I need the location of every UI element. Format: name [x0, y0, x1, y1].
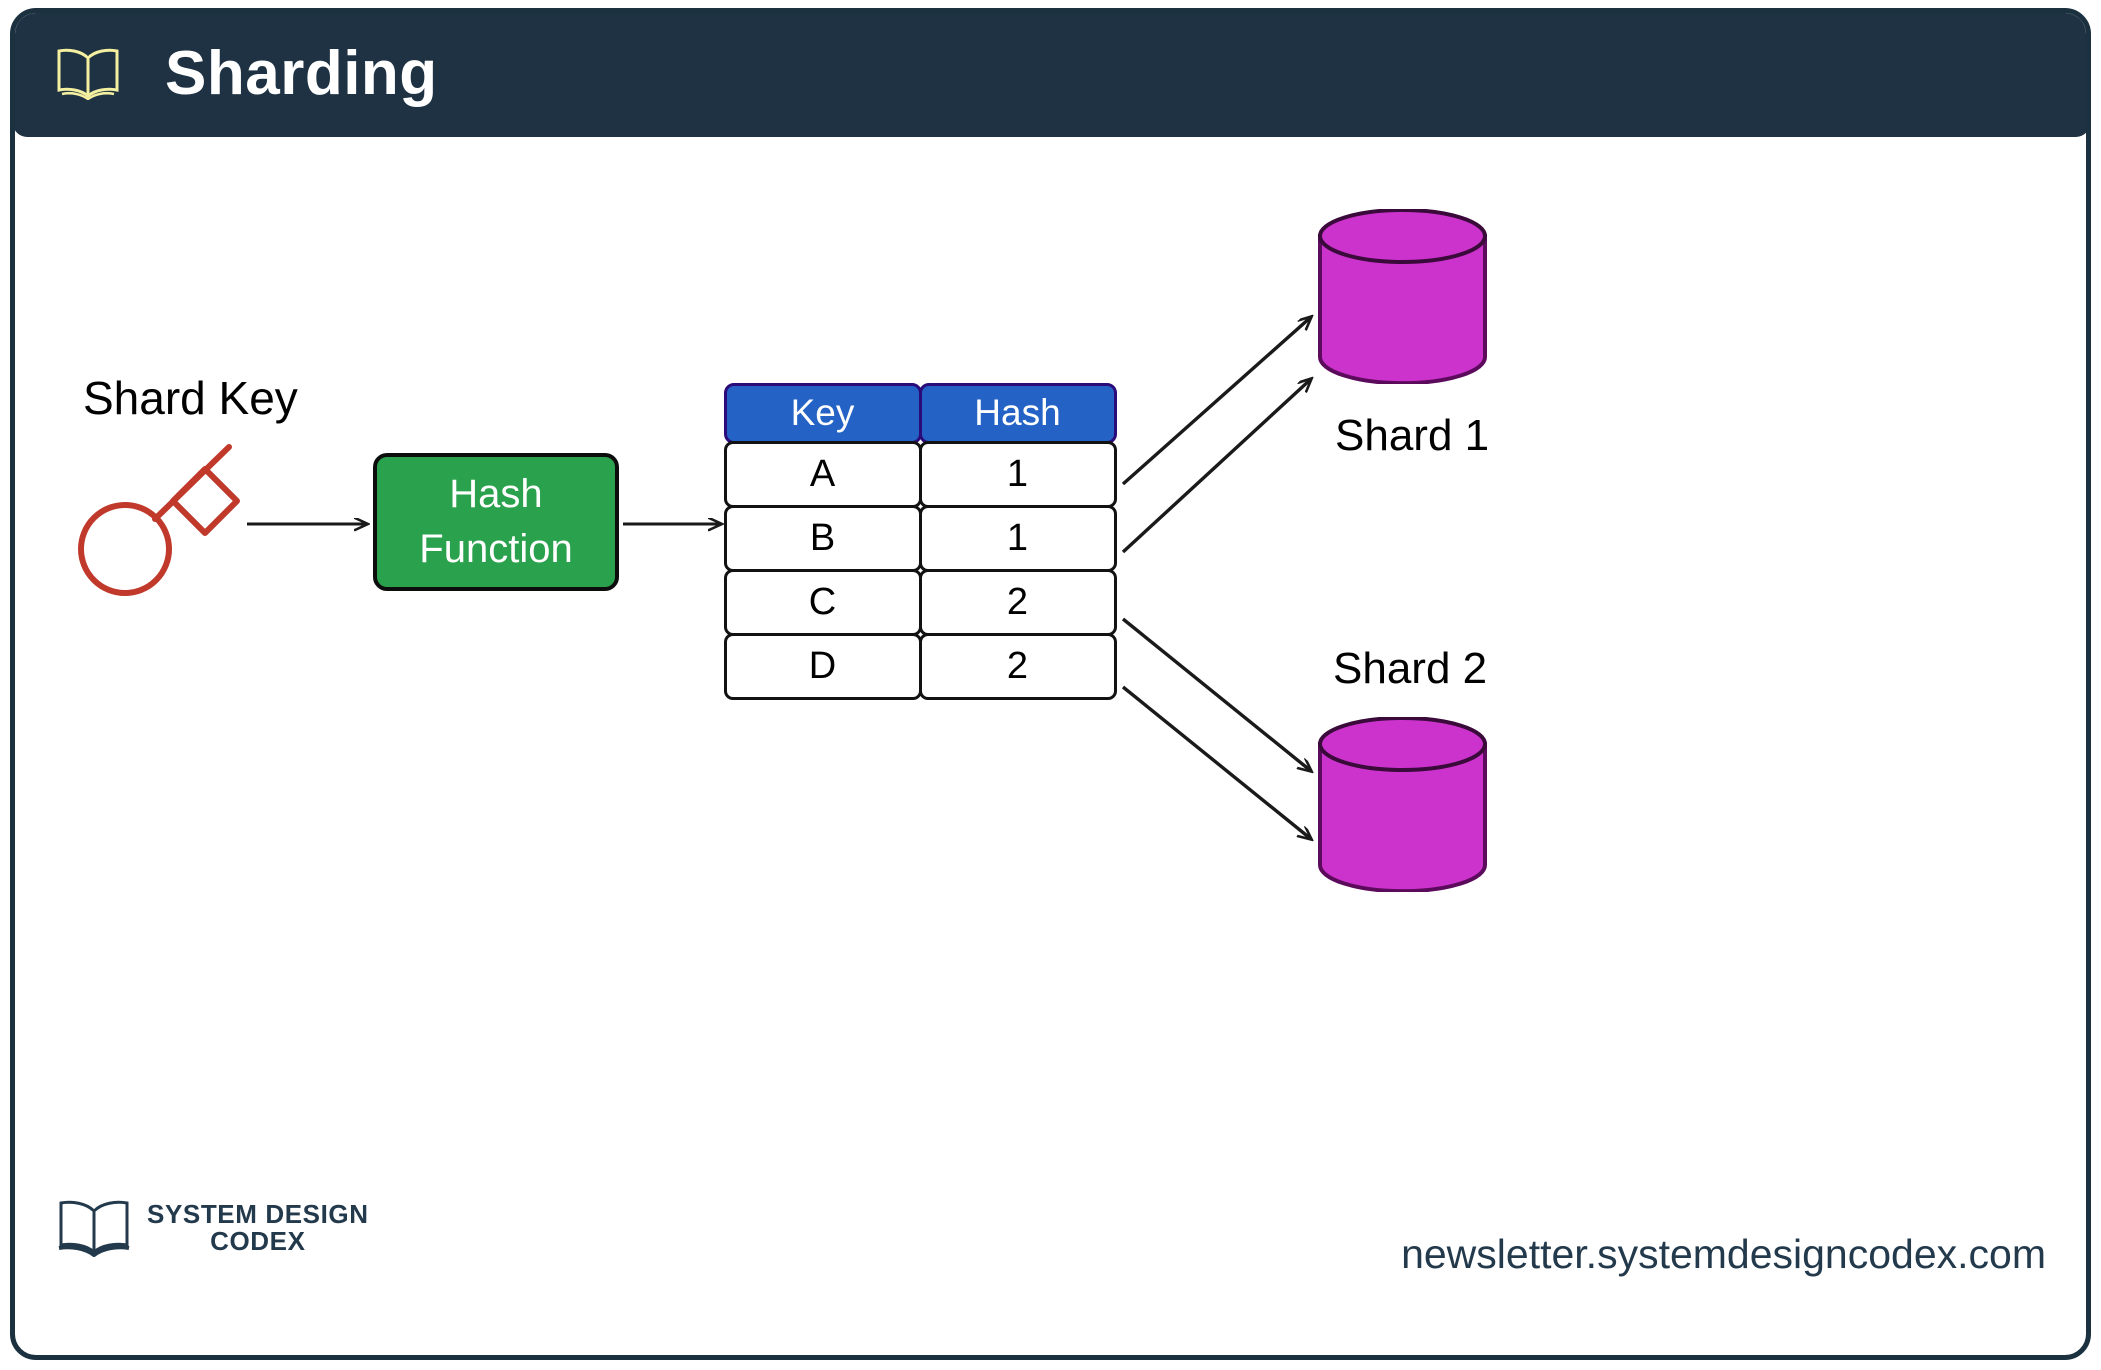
hash-function-line-1: Hash: [449, 471, 543, 516]
table-cell-hash: 1: [918, 440, 1117, 508]
arrows-layer: [247, 139, 2086, 1355]
hash-table: Key Hash A 1 B 1 C 2 D 2: [723, 382, 1121, 700]
table-header-hash: Hash: [918, 382, 1117, 444]
table-header-row: Key Hash: [723, 382, 1121, 444]
logo-line-1: SYSTEM DESIGN: [147, 1198, 369, 1229]
arrow-row-a-to-shard-1: [1121, 317, 1311, 486]
table-cell-key: A: [723, 440, 922, 508]
shard-1-database-icon[interactable]: [1315, 209, 1490, 384]
table-row: D 2: [723, 632, 1121, 700]
table-header-key: Key: [723, 382, 922, 444]
table-cell-hash: 2: [918, 632, 1117, 700]
table-cell-hash: 2: [918, 568, 1117, 636]
arrow-row-b-to-shard-1: [1121, 379, 1311, 554]
shard-2-label: Shard 2: [1333, 644, 1488, 693]
table-cell-key: B: [723, 504, 922, 572]
shard-2-database-icon[interactable]: [1315, 717, 1490, 892]
diagram-card: Sharding Shard Key: [10, 8, 2091, 1360]
brand-logo: SYSTEM DESIGN CODEX: [55, 1199, 369, 1257]
shard-1-label: Shard 1: [1335, 411, 1490, 460]
hash-function-box[interactable]: Hash Function: [373, 453, 619, 591]
diagram-canvas: Shard Key Hash Function Key Hash A 1 B 1: [15, 139, 2086, 1355]
key-icon: [78, 444, 240, 596]
arrow-row-d-to-shard-2: [1121, 685, 1311, 839]
open-book-icon: [57, 48, 119, 100]
arrow-row-c-to-shard-2: [1121, 617, 1311, 771]
table-row: A 1: [723, 440, 1121, 508]
table-cell-key: D: [723, 632, 922, 700]
page-title: Sharding: [165, 39, 438, 108]
table-cell-key: C: [723, 568, 922, 636]
newsletter-url[interactable]: newsletter.systemdesigncodex.com: [1401, 1231, 2046, 1277]
logo-line-2: CODEX: [210, 1226, 306, 1256]
open-book-icon: [58, 1200, 130, 1257]
table-row: C 2: [723, 568, 1121, 636]
shard-key-label: Shard Key: [83, 372, 298, 424]
logo-text: SYSTEM DESIGN CODEX: [147, 1198, 369, 1256]
header-bar: Sharding: [15, 13, 2086, 137]
table-row: B 1: [723, 504, 1121, 572]
table-cell-hash: 1: [918, 504, 1117, 572]
hash-function-line-2: Function: [419, 527, 573, 571]
